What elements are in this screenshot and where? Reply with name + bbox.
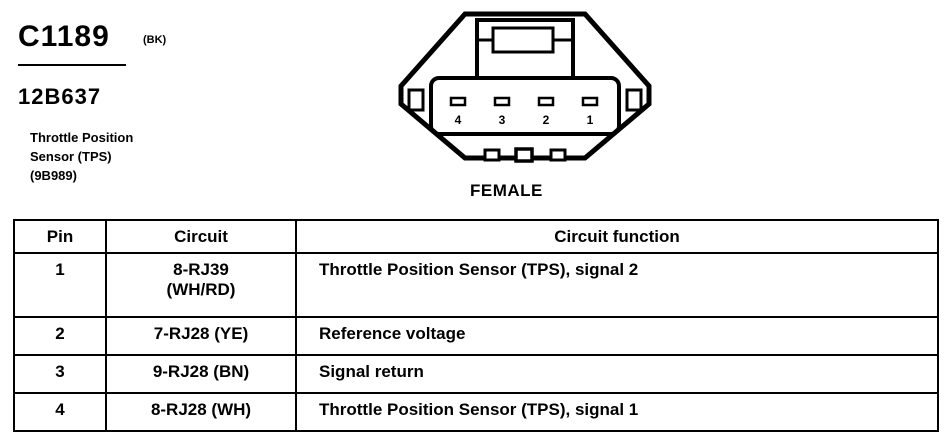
function-cell: Throttle Position Sensor (TPS), signal 2 <box>295 252 939 318</box>
table-header-row: Pin Circuit Circuit function <box>13 219 939 254</box>
circuit-line: (WH/RD) <box>166 280 236 299</box>
circuit-cell: 9-RJ28 (BN) <box>105 354 297 394</box>
description-line: Throttle Position <box>30 130 134 145</box>
function-cell: Signal return <box>295 354 939 394</box>
pin-number-label: 3 <box>499 113 506 127</box>
pin-table: Pin Circuit Circuit function 1 8-RJ39(WH… <box>13 219 939 432</box>
connector-id: C1189 <box>18 20 110 53</box>
circuit-cell: 7-RJ28 (YE) <box>105 316 297 356</box>
pin-cell: 3 <box>13 354 107 394</box>
pin-cell: 2 <box>13 316 107 356</box>
circuit-cell: 8-RJ28 (WH) <box>105 392 297 432</box>
pin-cell: 1 <box>13 252 107 318</box>
description-line: Sensor (TPS) <box>30 149 112 164</box>
function-cell: Reference voltage <box>295 316 939 356</box>
column-header-pin: Pin <box>13 219 107 254</box>
part-number: 12B637 <box>18 84 102 109</box>
function-cell: Throttle Position Sensor (TPS), signal 1 <box>295 392 939 432</box>
latch-tab <box>491 26 555 54</box>
circuit-line: 8-RJ39 <box>173 260 229 279</box>
pin-socket-4 <box>449 96 467 107</box>
connector-face-diagram: 4 3 2 1 <box>398 11 652 163</box>
pin-socket-2 <box>537 96 555 107</box>
pin-cavity <box>429 76 621 136</box>
pin-number-label: 4 <box>455 113 462 127</box>
component-description: Throttle Position Sensor (TPS) (9B989) <box>30 128 133 185</box>
circuit-cell: 8-RJ39(WH/RD) <box>105 252 297 318</box>
table-row: 3 9-RJ28 (BN) Signal return <box>13 354 939 394</box>
color-code: (BK) <box>143 34 167 46</box>
pin-socket-1 <box>581 96 599 107</box>
pin-number-label: 1 <box>587 113 594 127</box>
pin-socket-3 <box>493 96 511 107</box>
connector-gender-label: FEMALE <box>470 181 543 200</box>
column-header-circuit: Circuit <box>105 219 297 254</box>
title-underline <box>18 64 126 66</box>
description-line: (9B989) <box>30 168 77 183</box>
column-header-function: Circuit function <box>295 219 939 254</box>
table-row: 4 8-RJ28 (WH) Throttle Position Sensor (… <box>13 392 939 432</box>
table-row: 2 7-RJ28 (YE) Reference voltage <box>13 316 939 356</box>
table-row: 1 8-RJ39(WH/RD) Throttle Position Sensor… <box>13 252 939 318</box>
connector-housing <box>398 11 652 161</box>
pin-cell: 4 <box>13 392 107 432</box>
pin-number-label: 2 <box>543 113 550 127</box>
